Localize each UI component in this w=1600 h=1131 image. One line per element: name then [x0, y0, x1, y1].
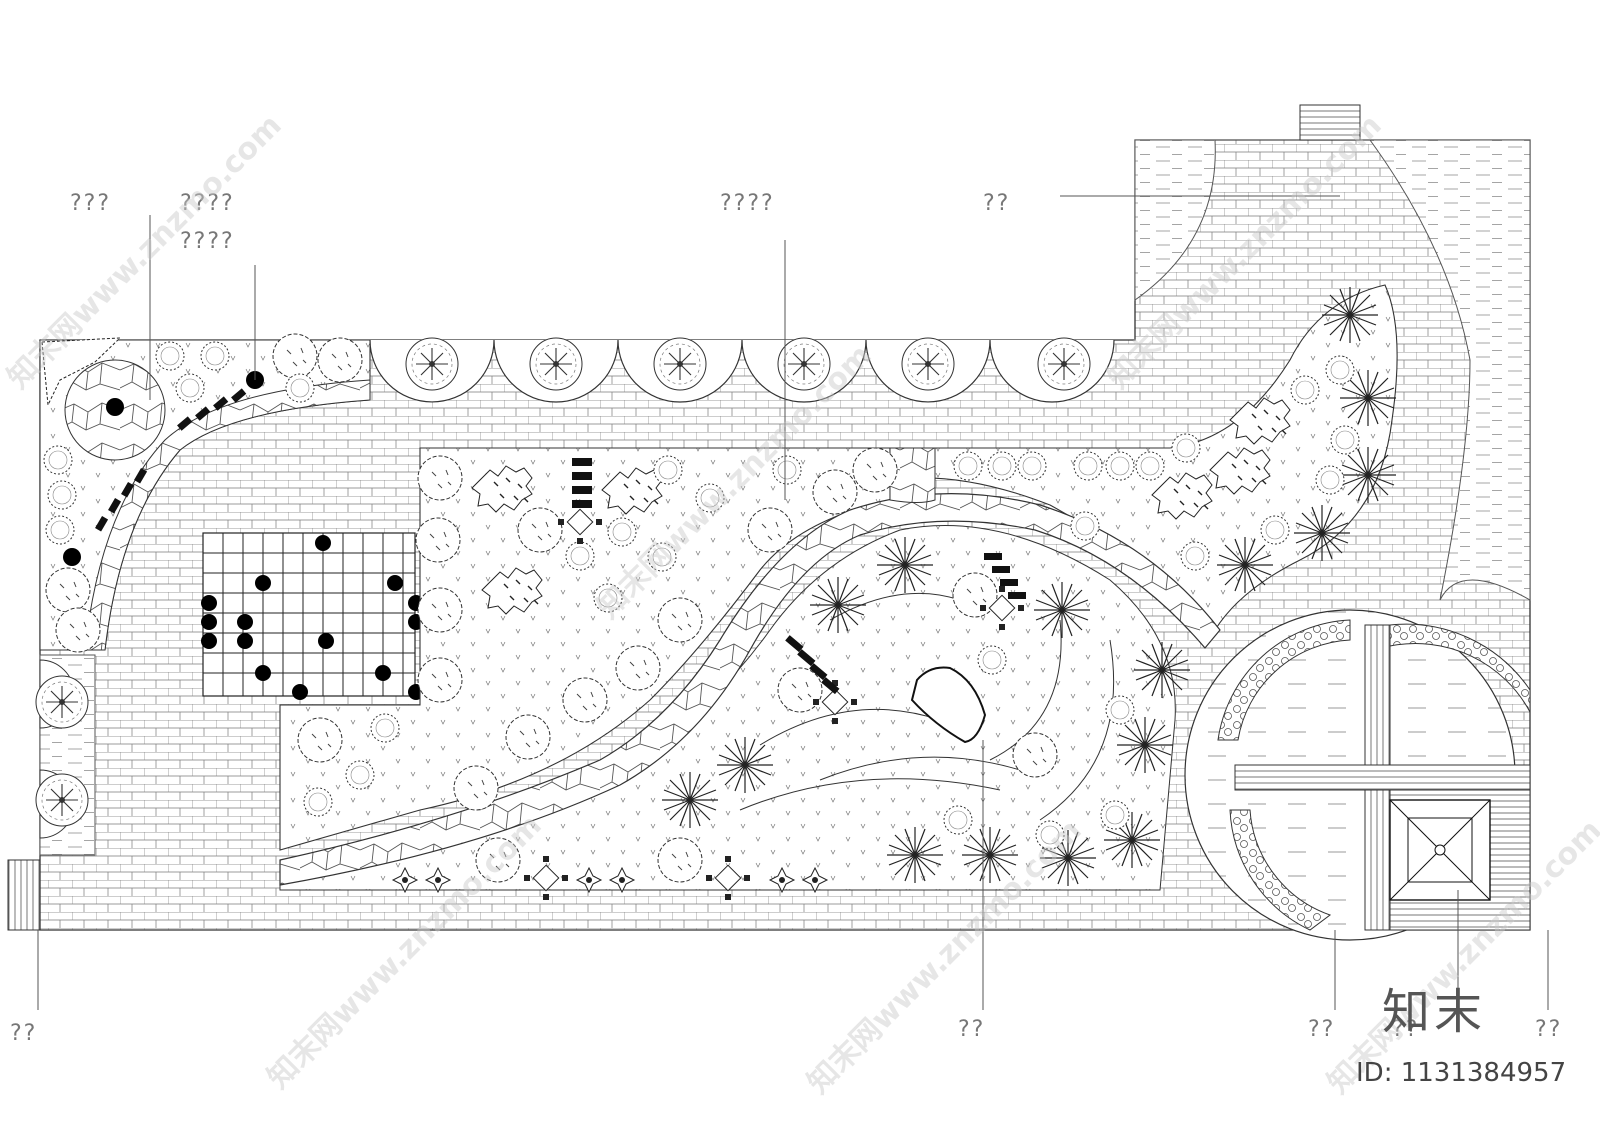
go-board-plaza: [201, 532, 424, 700]
leader-lines: [37, 195, 1549, 1010]
label-1: ???: [70, 191, 111, 216]
pavilion: [1389, 799, 1491, 901]
label-4: ????: [720, 191, 775, 216]
label-9: ??: [1392, 1017, 1419, 1042]
brand-logo: 知末: [1382, 984, 1487, 1040]
label-3: ????: [180, 229, 235, 254]
lawn-stepping-stones: [572, 458, 1026, 695]
feature-rock: [910, 666, 987, 744]
annotation-labels: ??? ???? ???? ???? ?? ?? ?? ?? ?? ??: [10, 191, 1562, 1046]
stepping-stones-corner: [95, 388, 247, 532]
board-paving-arc: [1134, 139, 1216, 301]
label-5: ??: [983, 191, 1010, 216]
label-10: ??: [1535, 1017, 1562, 1042]
image-id: ID: 1131384957: [1356, 1058, 1567, 1088]
label-7: ??: [958, 1017, 985, 1042]
terrain-contours: [739, 592, 1115, 821]
steps-top: [1299, 104, 1361, 141]
tree-row: [369, 337, 1115, 403]
stone-path: [279, 493, 1221, 886]
steps-left: [7, 859, 41, 931]
board-paving-area: [1135, 139, 1531, 601]
label-8: ??: [1308, 1017, 1335, 1042]
corner-shrub-hedge: [41, 337, 122, 407]
label-2: ????: [180, 191, 235, 216]
label-6: ??: [10, 1021, 37, 1046]
left-tree-beds: [35, 659, 89, 839]
stone-path-top: [889, 447, 936, 503]
